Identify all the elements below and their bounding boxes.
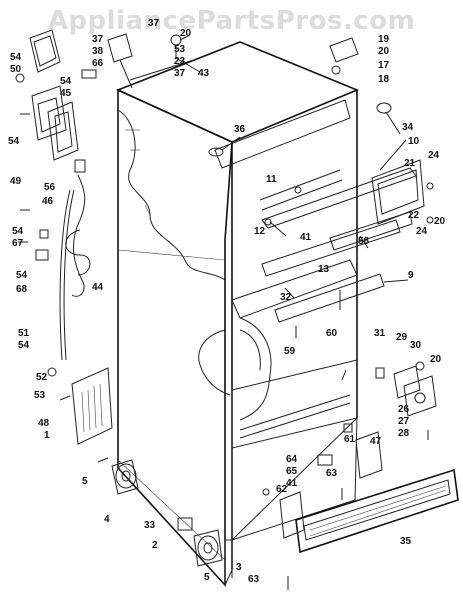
- callout-64: 64: [286, 454, 298, 465]
- callout-27: 27: [398, 416, 410, 427]
- callout-41: 41: [300, 232, 312, 243]
- callout-28: 28: [398, 428, 410, 439]
- screws: [18, 113, 429, 578]
- callout-1: 1: [44, 430, 50, 441]
- callout-35: 35: [400, 536, 412, 547]
- callout-29: 29: [396, 332, 408, 343]
- callout-19: 19: [378, 34, 390, 45]
- callout-62: 62: [276, 484, 288, 495]
- callout-23: 23: [174, 56, 186, 67]
- callout-2: 2: [152, 540, 158, 551]
- callout-56: 56: [44, 182, 56, 193]
- callout-37: 37: [174, 68, 186, 79]
- cabinet-shell: [115, 41, 360, 588]
- callout-32: 32: [280, 292, 292, 303]
- toe-grille: [262, 431, 459, 590]
- callout-44: 44: [92, 282, 104, 293]
- callout-12: 12: [254, 226, 266, 237]
- access-panel: [71, 367, 113, 445]
- wiring-harness: [35, 174, 91, 377]
- callout-54: 54: [18, 340, 30, 351]
- callout-24: 24: [428, 150, 440, 161]
- callout-53: 53: [34, 390, 46, 401]
- callout-22: 22: [408, 210, 420, 221]
- callout-66: 66: [92, 58, 104, 69]
- callout-9: 9: [408, 270, 414, 281]
- callout-50: 50: [10, 64, 22, 75]
- roller-assembly: [111, 459, 223, 567]
- callout-67: 67: [12, 238, 24, 249]
- callout-26: 26: [398, 404, 410, 415]
- callout-60: 60: [326, 328, 338, 339]
- callout-61: 61: [344, 434, 356, 445]
- callout-52: 52: [36, 372, 48, 383]
- callout-33: 33: [144, 520, 156, 531]
- callout-54: 54: [60, 76, 72, 87]
- callout-54: 54: [8, 136, 20, 147]
- callout-30: 30: [410, 340, 422, 351]
- callout-31: 31: [374, 328, 386, 339]
- callout-51: 51: [18, 328, 30, 339]
- callout-5: 5: [204, 572, 210, 583]
- right-side-parts: [208, 37, 437, 433]
- callout-45: 45: [60, 88, 72, 99]
- callout-4: 4: [104, 514, 110, 525]
- callout-48: 48: [38, 418, 50, 429]
- callout-20: 20: [180, 28, 192, 39]
- callout-13: 13: [318, 264, 330, 275]
- callout-37: 37: [148, 18, 160, 29]
- callout-labels: 54 50 37 38 66 54 45 54 49 56 46 54 67 5…: [8, 18, 446, 585]
- leader-lines: [175, 35, 409, 381]
- callout-68: 68: [16, 284, 28, 295]
- callout-43: 43: [198, 68, 210, 79]
- callout-54: 54: [12, 226, 24, 237]
- callout-11: 11: [266, 174, 277, 185]
- callout-54: 54: [16, 270, 28, 281]
- callout-46: 46: [42, 196, 54, 207]
- callout-53: 53: [174, 44, 186, 55]
- callout-20: 20: [434, 216, 446, 227]
- callout-58: 58: [358, 236, 370, 247]
- callout-63: 63: [248, 574, 260, 585]
- callout-36: 36: [234, 124, 246, 135]
- callout-3: 3: [236, 562, 242, 573]
- callout-20: 20: [430, 354, 442, 365]
- callout-34: 34: [402, 122, 414, 133]
- callout-18: 18: [378, 74, 390, 85]
- callout-38: 38: [92, 46, 104, 57]
- callout-54: 54: [10, 52, 22, 63]
- callout-20: 20: [378, 46, 390, 57]
- callout-47: 47: [370, 436, 382, 447]
- callout-10: 10: [408, 136, 420, 147]
- callout-5: 5: [82, 476, 88, 487]
- callout-37: 37: [92, 34, 104, 45]
- callout-59: 59: [284, 346, 296, 357]
- callout-49: 49: [10, 176, 22, 187]
- callout-63: 63: [326, 468, 338, 479]
- callout-24: 24: [416, 226, 428, 237]
- top-left-parts: [15, 29, 201, 173]
- callout-17: 17: [378, 60, 390, 71]
- callout-65: 65: [286, 466, 298, 477]
- callout-21: 21: [404, 158, 416, 169]
- callout-41: 41: [286, 478, 298, 489]
